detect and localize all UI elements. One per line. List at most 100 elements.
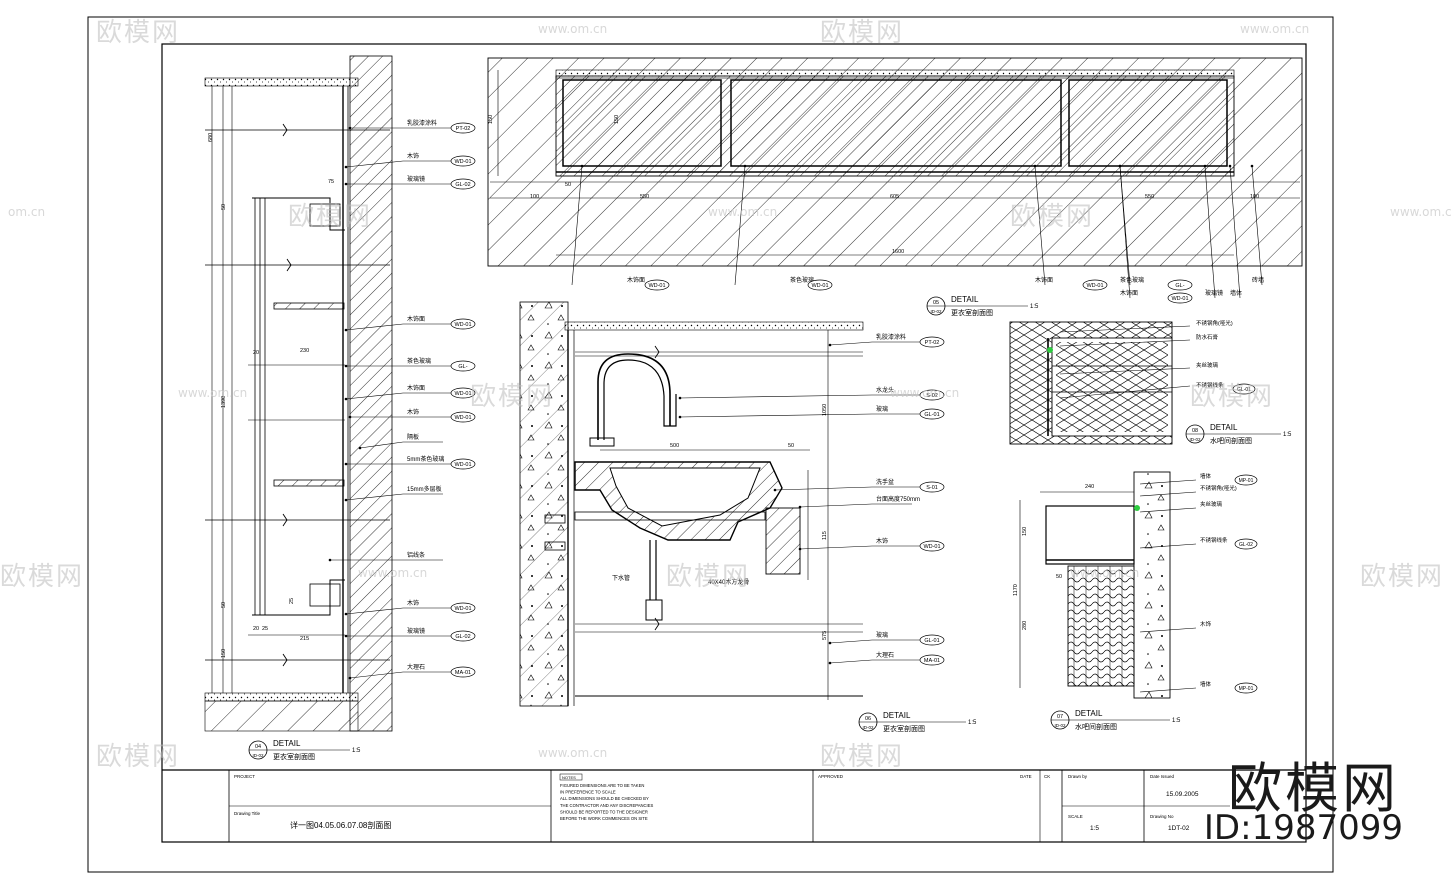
detail-title: 水吧间剖面图 bbox=[1075, 722, 1117, 731]
material-tag-code: GL-01 bbox=[924, 638, 939, 644]
section-08 bbox=[1009, 321, 1173, 445]
top-callout-label: 茶色玻璃 bbox=[790, 276, 814, 284]
watermark: 欧模网 bbox=[0, 562, 85, 592]
watermark: 欧模网 bbox=[1190, 382, 1275, 412]
left-callout-label: 木饰 bbox=[407, 408, 419, 416]
detail-word: DETAIL bbox=[1210, 423, 1238, 432]
material-tag bbox=[1167, 292, 1193, 304]
d08-callout-label: 不锈钢角(哑光) bbox=[1196, 319, 1233, 327]
material-tag-code: WD-01 bbox=[454, 462, 471, 468]
left-callout-label: 木饰面 bbox=[407, 384, 425, 392]
dimension-text: 230 bbox=[300, 348, 309, 354]
material-tag-code: GL- bbox=[458, 364, 467, 370]
material-tag-code: GL-01 bbox=[1237, 387, 1251, 393]
detail-number: 05 bbox=[933, 300, 939, 306]
watermark: 欧模网 bbox=[96, 742, 181, 772]
material-tag-code: WD-01 bbox=[923, 544, 940, 550]
top-callout-label: 砖墙 bbox=[1252, 276, 1264, 284]
material-tag-code: WD-01 bbox=[454, 391, 471, 397]
dimension-text: 150 bbox=[614, 115, 620, 124]
dimension-text: 605 bbox=[890, 194, 899, 200]
d07-callout-label: 木饰 bbox=[1200, 620, 1212, 628]
material-tag bbox=[1082, 279, 1108, 291]
detail-sheet: ID-02 bbox=[252, 753, 264, 758]
detail-title: 更衣室剖面图 bbox=[951, 308, 993, 317]
notes-line: FIGURED DIMENSIONS ARE TO BE TAKEN bbox=[560, 783, 644, 788]
detail-number: 04 bbox=[255, 744, 261, 750]
dimension-text: 680 bbox=[208, 133, 214, 142]
dimension-text: 575 bbox=[822, 631, 828, 640]
dimension-text: 215 bbox=[300, 636, 309, 642]
material-tag bbox=[1234, 682, 1258, 694]
watermark: 欧模网 bbox=[820, 18, 905, 48]
watermark: 欧模网 bbox=[96, 18, 181, 48]
material-tag-code: MA-01 bbox=[924, 658, 940, 664]
material-tag-code: WD-01 bbox=[1171, 296, 1188, 302]
detail-sheet: ID-02 bbox=[862, 725, 874, 730]
approved-label: APPROVED bbox=[818, 774, 844, 779]
material-tag bbox=[807, 279, 833, 291]
section-04 bbox=[204, 55, 393, 732]
left-callout-label: 木饰 bbox=[407, 599, 419, 607]
material-tag-code: MP-01 bbox=[1239, 686, 1254, 692]
d07-callout-label: 不锈钢线条 bbox=[1200, 536, 1228, 544]
top-callout-label: 茶色玻璃 bbox=[1120, 276, 1144, 284]
brand-id: ID:1987099 bbox=[1203, 808, 1403, 848]
dimension-text: 20 bbox=[253, 350, 259, 356]
sink-callout-label: 水龙头 bbox=[876, 386, 894, 394]
material-tag-code: MP-01 bbox=[1239, 478, 1254, 484]
scale-label: SCALE bbox=[1068, 814, 1083, 819]
detail-number: 06 bbox=[865, 716, 871, 722]
watermark-url: www.om.cn bbox=[358, 566, 428, 580]
date-label: DATE bbox=[1020, 774, 1032, 779]
d08-callout-label: 不锈钢线条 bbox=[1196, 381, 1224, 389]
dimension-text: 240 bbox=[1085, 484, 1094, 490]
detail-scale: 1:5 bbox=[352, 748, 361, 754]
detail-number: 07 bbox=[1057, 714, 1063, 720]
detail-word: DETAIL bbox=[883, 711, 911, 720]
top-callout-label: 木饰面 bbox=[1120, 289, 1138, 297]
left-callout-label: 铝线条 bbox=[407, 551, 425, 559]
material-tag-code: WD-01 bbox=[454, 322, 471, 328]
watermark-url: www.om.cn bbox=[538, 22, 608, 36]
dimension-text: 1050 bbox=[822, 404, 828, 416]
watermark: 欧模网 bbox=[1360, 562, 1445, 592]
d07-callout-label: 墙体 bbox=[1200, 680, 1212, 688]
detail-sheet: ID-02 bbox=[930, 309, 942, 314]
drawing-no-label: Drawing No bbox=[1150, 814, 1174, 819]
top-callout-label: 木饰面 bbox=[1035, 276, 1053, 284]
dimension-text: 1170 bbox=[1013, 584, 1019, 596]
left-callout-label: 木饰 bbox=[407, 152, 419, 160]
d08-callout-label: 夹丝玻璃 bbox=[1196, 361, 1219, 369]
watermark-url: www.om.cn bbox=[178, 386, 248, 400]
dimension-text: 50 bbox=[565, 182, 571, 188]
sink-callout-label: 洗手盆 bbox=[876, 478, 894, 486]
detail-sheet: ID-02 bbox=[1054, 723, 1066, 728]
left-callout-label: 隔板 bbox=[407, 433, 419, 441]
detail-scale: 1:5 bbox=[968, 720, 977, 726]
left-callout-label: 玻璃镜 bbox=[407, 627, 425, 635]
material-tag-code: PT-02 bbox=[456, 126, 471, 132]
watermark: 欧模网 bbox=[1010, 202, 1095, 232]
detail-number: 08 bbox=[1192, 428, 1198, 434]
dimension-text: 280 bbox=[1022, 621, 1028, 630]
material-tag-code: WD-01 bbox=[648, 283, 665, 289]
sink-callout-label: 大理石 bbox=[876, 651, 894, 659]
dimension-text: 75 bbox=[328, 179, 334, 185]
notes-line: ALL DIMENSIONS SHOULD BE CHECKED BY bbox=[560, 796, 649, 801]
dimension-text: 25 bbox=[262, 626, 268, 632]
d08-callout-label: 防水石膏 bbox=[1196, 333, 1219, 341]
detail-sheet: ID-02 bbox=[1189, 437, 1201, 442]
sink-callout-label: 玻璃 bbox=[876, 405, 888, 413]
d07-callout-label: 夹丝玻璃 bbox=[1200, 500, 1223, 508]
top-callout-label: 玻璃镜 bbox=[1205, 289, 1223, 297]
drawing-title-label: Drawing Title bbox=[234, 811, 261, 816]
date-issued-label: Date Issued bbox=[1150, 774, 1175, 779]
sink-callout-label: 下水管 bbox=[612, 574, 630, 582]
watermark-url: om.cn bbox=[8, 205, 46, 219]
watermark-url: www.om.cn bbox=[890, 386, 960, 400]
notes-line: SHOULD BE REPORTED TO THE DESIGNER bbox=[560, 809, 648, 814]
ck-label: CK bbox=[1044, 774, 1050, 779]
material-tag-code: S-01 bbox=[926, 485, 938, 491]
